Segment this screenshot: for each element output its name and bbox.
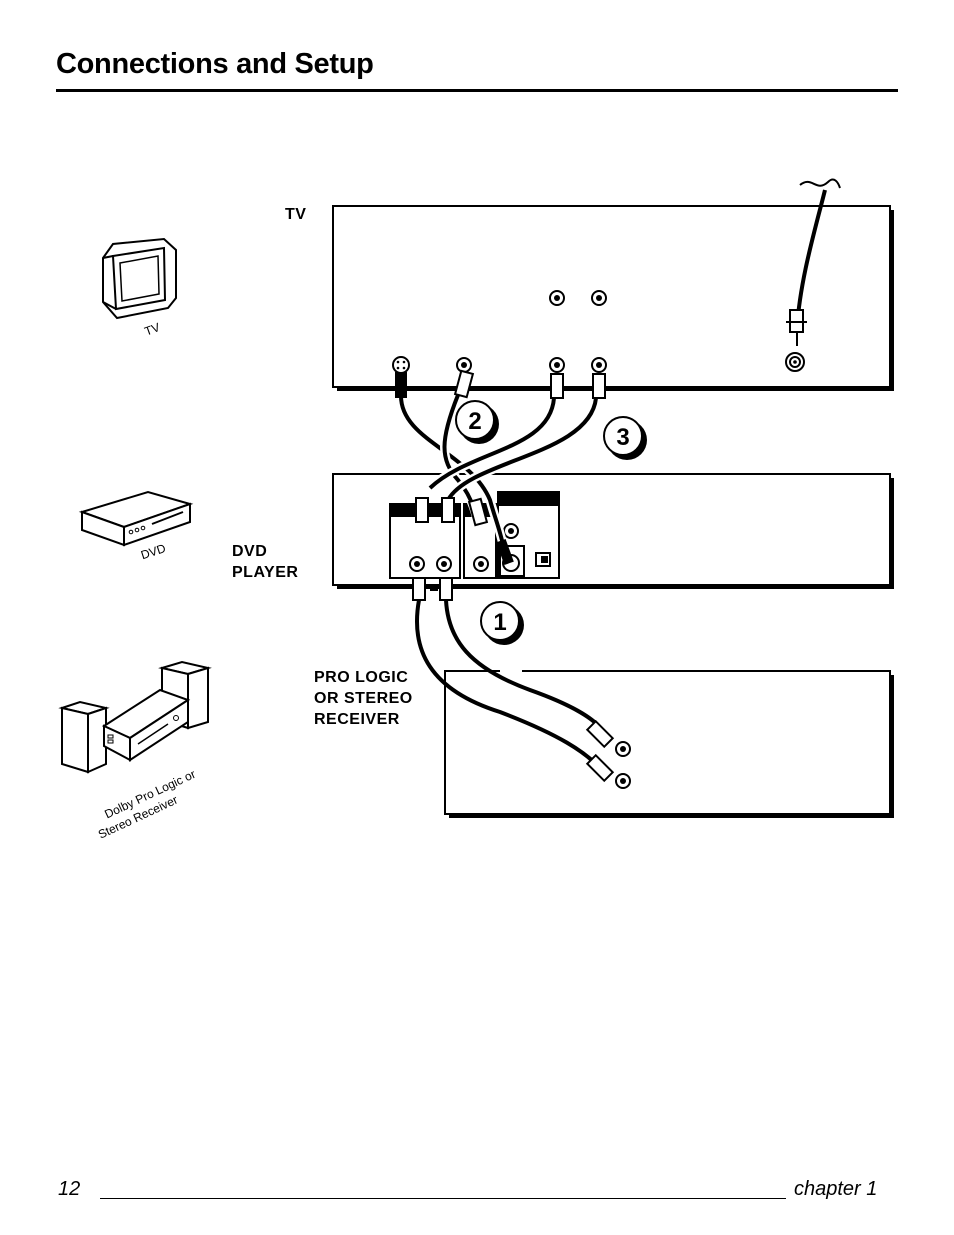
receiver-back-panel xyxy=(444,660,894,818)
tv-video-jack xyxy=(456,357,472,373)
cable-2 xyxy=(395,369,514,565)
tv-audio-left-jack xyxy=(549,357,565,373)
footer-page-number: 12 xyxy=(58,1178,81,1200)
dvd-icon: DVD xyxy=(78,490,194,562)
receiver-label-line-2: OR STEREO xyxy=(314,690,413,707)
receiver-audio-right-jack xyxy=(615,773,631,789)
footer-rule xyxy=(100,1198,786,1199)
title-rule xyxy=(56,89,898,92)
dvd-label-line-1: DVD xyxy=(232,543,268,560)
dvd-video-jack xyxy=(473,556,489,572)
tv-icon: TV xyxy=(102,237,177,339)
tv-jack-upper-left xyxy=(549,290,565,306)
step-marker-2: 2 xyxy=(455,400,499,444)
footer-chapter: chapter 1 xyxy=(794,1178,878,1200)
receiver-audio-left-jack xyxy=(615,741,631,757)
dvd-coax-jack xyxy=(503,523,519,539)
tv-jack-upper-right xyxy=(591,290,607,306)
step-marker-3: 3 xyxy=(603,416,647,460)
tv-label: TV xyxy=(285,206,307,223)
step-3-label: 3 xyxy=(616,424,629,451)
dvd-audio-left-jack xyxy=(409,556,425,572)
tv-audio-right-jack xyxy=(591,357,607,373)
tv-back-panel xyxy=(332,205,894,391)
receiver-label-line-1: PRO LOGIC xyxy=(314,669,409,686)
receiver-icon: Dolby Pro Logic or Stereo Receiver xyxy=(58,660,212,842)
dvd-label-line-2: PLAYER xyxy=(232,564,299,581)
tv-svideo-jack xyxy=(392,356,410,374)
dvd-player-label: DVD PLAYER xyxy=(232,541,298,583)
receiver-label-line-3: RECEIVER xyxy=(314,711,400,728)
receiver-label: PRO LOGIC OR STEREO RECEIVER xyxy=(314,667,413,730)
cable-3 xyxy=(415,373,606,523)
dvd-audio-right-jack xyxy=(436,556,452,572)
step-marker-1: 1 xyxy=(480,601,524,645)
step-1-label: 1 xyxy=(493,609,506,636)
dvd-back-panel xyxy=(332,473,894,591)
antenna-cable xyxy=(786,178,841,346)
page-title: Connections and Setup xyxy=(56,48,374,80)
dvd-icon-caption: DVD xyxy=(139,541,168,562)
step-2-label: 2 xyxy=(468,408,481,435)
tv-icon-caption: TV xyxy=(143,320,162,338)
cable-1 xyxy=(412,577,615,783)
